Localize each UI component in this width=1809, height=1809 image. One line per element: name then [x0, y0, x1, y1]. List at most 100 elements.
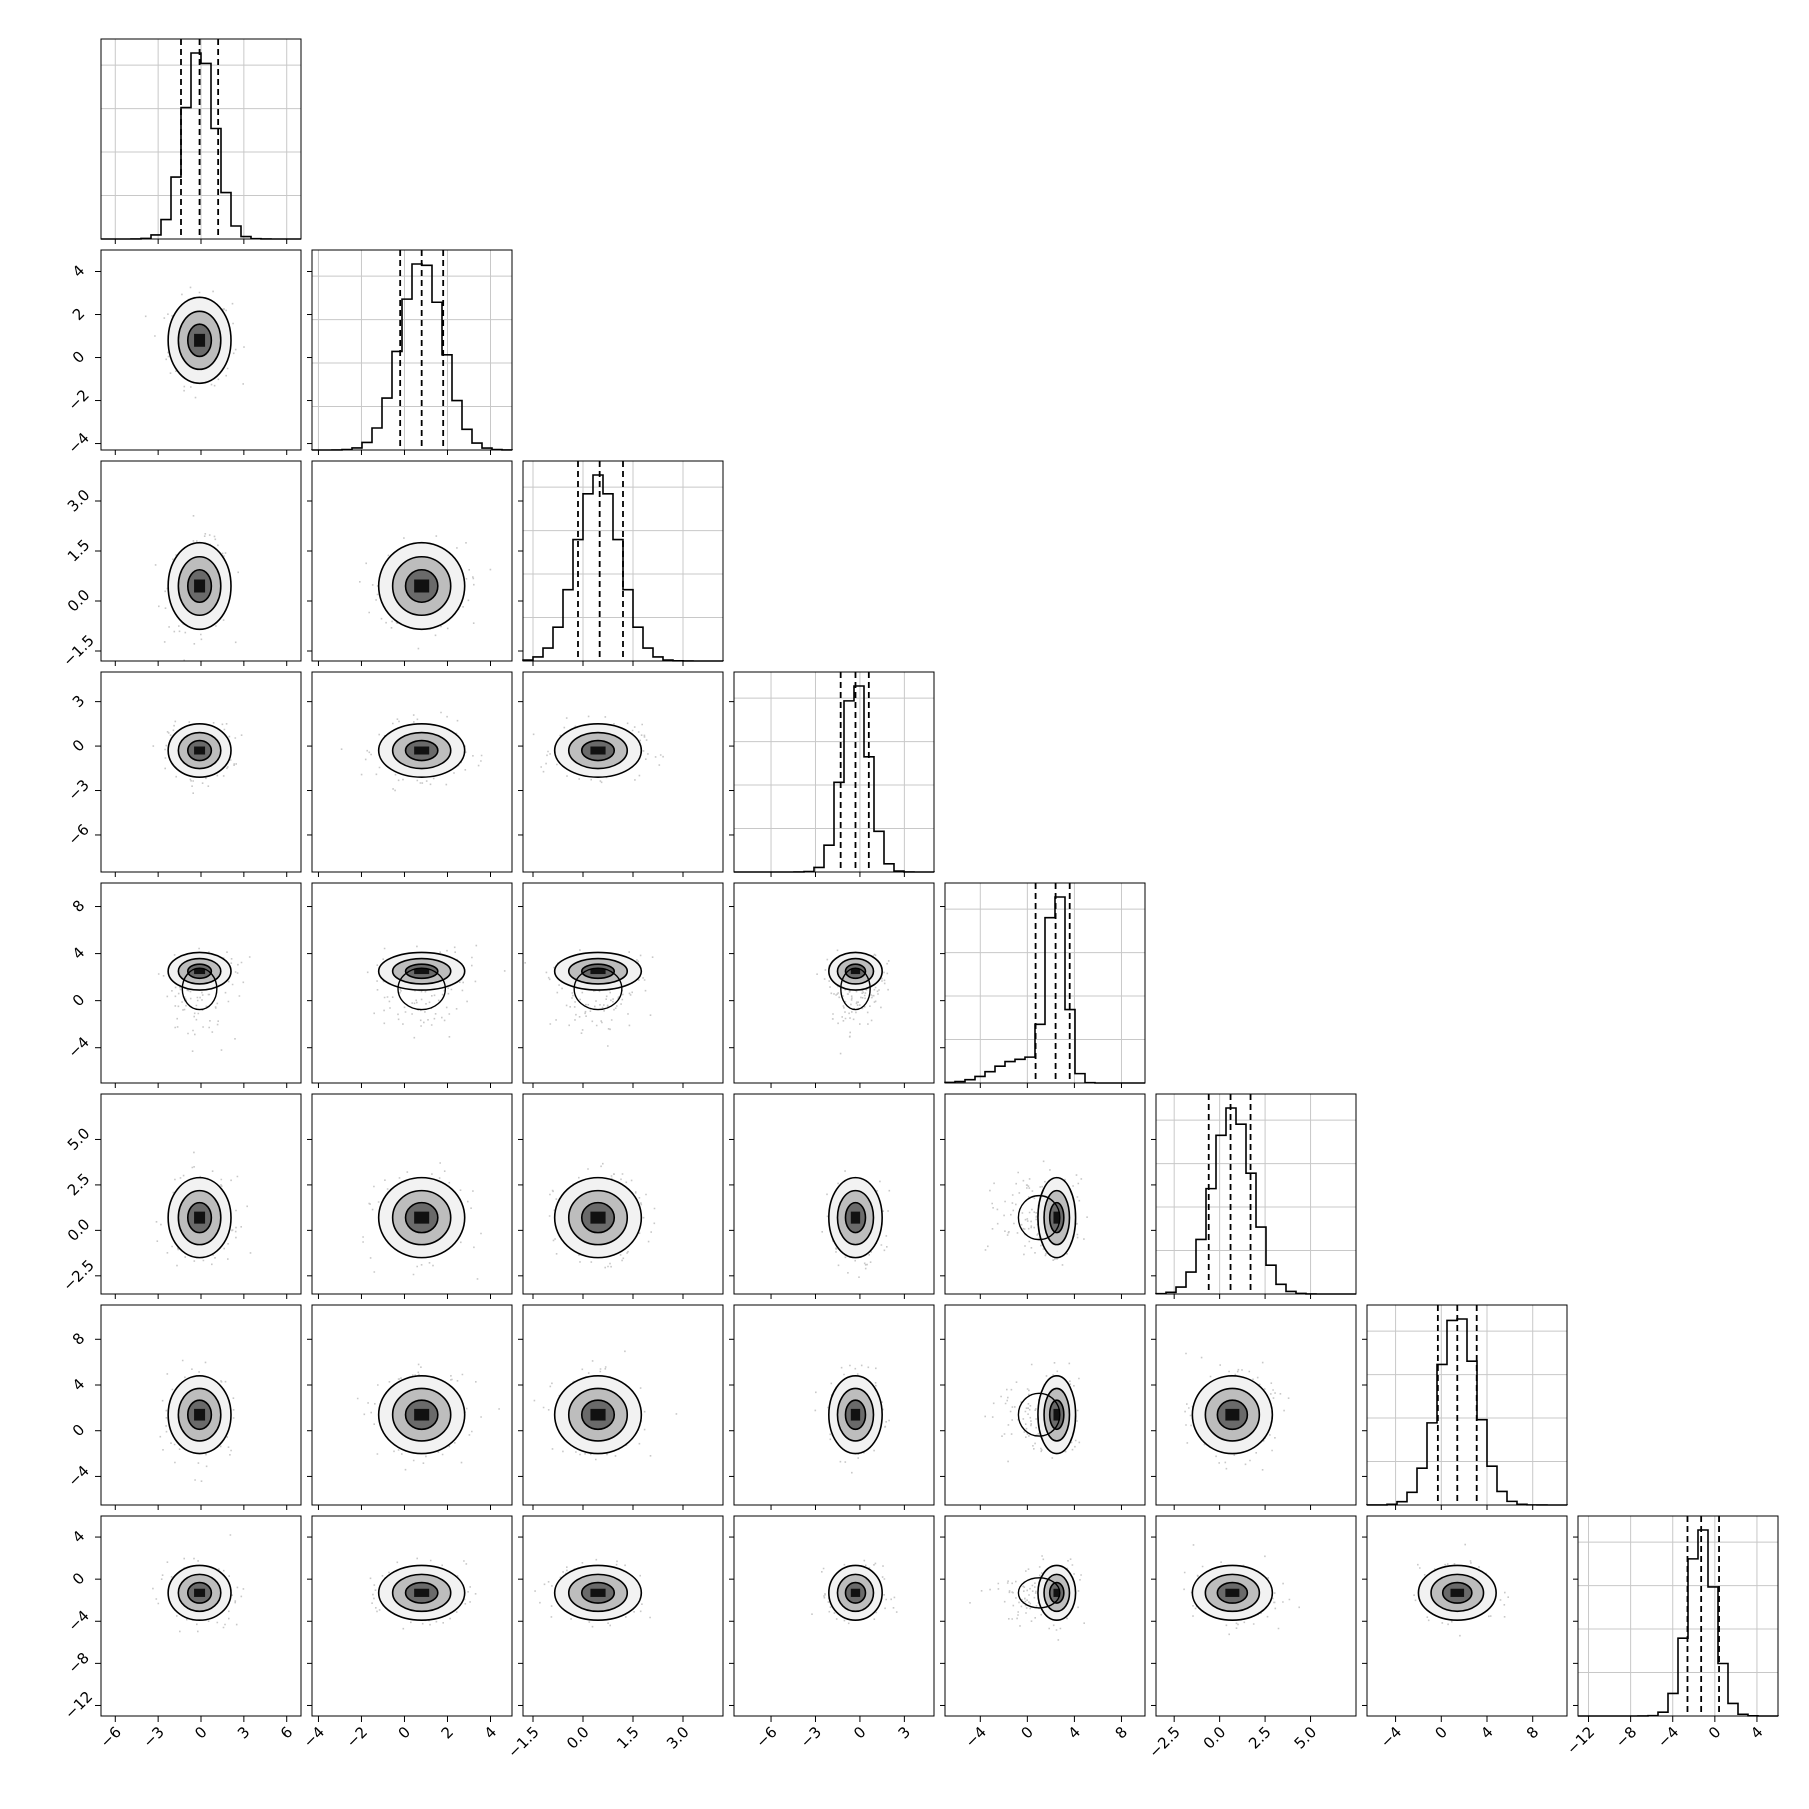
y-tick-label: −3: [64, 776, 92, 804]
y-tick-label: −2.5: [59, 1256, 97, 1294]
x-tick-label: 8: [1112, 1723, 1131, 1742]
density-peak: [850, 1408, 861, 1421]
density-peak: [414, 746, 430, 755]
panel-frame: [1155, 1093, 1357, 1295]
histogram-panel-3: [733, 671, 935, 873]
y-tick-label: 0: [69, 347, 88, 366]
x-tick-label: 1.5: [613, 1723, 643, 1753]
density-peak: [414, 968, 430, 975]
density-peak: [1450, 1588, 1465, 1597]
y-tick-label: −4: [64, 1607, 92, 1635]
density-peak: [590, 1408, 606, 1421]
contour-tail: [397, 967, 447, 1011]
histogram-panel-0: [100, 38, 302, 240]
scatter-panel-6-2: [522, 1304, 724, 1506]
contour-tail: [1017, 1577, 1061, 1609]
density-peak: [194, 746, 206, 755]
density-peak: [414, 1408, 430, 1421]
density-peak: [850, 968, 861, 975]
x-tick-label: 0: [1431, 1723, 1450, 1742]
histogram-panel-1: [311, 249, 513, 451]
x-tick-label: 2.5: [1245, 1723, 1275, 1753]
scatter-panel-5-0: [100, 1093, 302, 1295]
panel-frame: [733, 1515, 935, 1717]
contour-tail: [1017, 1194, 1061, 1241]
scatter-panel-2-0: [100, 460, 302, 662]
scatter-panel-6-3: [733, 1304, 935, 1506]
scatter-panel-7-3: [733, 1515, 935, 1717]
y-tick-label: −8: [64, 1649, 92, 1677]
y-tick-label: 0: [69, 991, 88, 1010]
y-tick-label: −12: [61, 1688, 96, 1723]
x-tick-label: 3: [895, 1723, 914, 1742]
panel-frame: [944, 882, 1146, 1084]
histogram-step: [944, 896, 1145, 1084]
scatter-panel-4-3: [733, 882, 935, 1084]
y-tick-label: −6: [64, 820, 92, 848]
scatter-panel-7-0: [100, 1515, 302, 1717]
x-tick-label: 0.0: [563, 1723, 593, 1753]
x-tick-label: 2: [438, 1723, 457, 1742]
panel-frame: [1155, 1515, 1357, 1717]
x-tick-label: −4: [1377, 1723, 1405, 1751]
scatter-panel-7-6: [1366, 1515, 1568, 1717]
panel-frame: [1155, 1304, 1357, 1506]
x-tick-label: 4: [481, 1723, 500, 1742]
contour-tail: [181, 967, 218, 1011]
scatter-panel-6-1: [311, 1304, 513, 1506]
panel-frame: [522, 1093, 724, 1295]
panel-frame: [944, 1304, 1146, 1506]
scatter-panel-7-4: [944, 1515, 1146, 1717]
x-tick-label: 0: [1018, 1723, 1037, 1742]
x-tick-label: 0: [850, 1723, 869, 1742]
density-peak: [590, 1211, 606, 1224]
x-tick-label: 4: [1065, 1723, 1084, 1742]
y-tick-label: −2: [64, 386, 92, 414]
density-peak: [590, 968, 606, 975]
x-tick-label: 4: [1477, 1723, 1496, 1742]
x-tick-label: 4: [1747, 1723, 1766, 1742]
y-tick-label: −4: [64, 1462, 92, 1490]
density-peak: [194, 1588, 206, 1597]
scatter-panel-5-1: [311, 1093, 513, 1295]
density-peak: [194, 579, 206, 593]
y-tick-label: 4: [69, 261, 88, 280]
density-peak: [1225, 1408, 1240, 1421]
density-peak: [414, 579, 430, 593]
scatter-panel-3-0: [100, 671, 302, 873]
panel-frame: [522, 882, 724, 1084]
panel-frame: [1366, 1515, 1568, 1717]
y-tick-label: 8: [69, 896, 88, 915]
y-tick-label: 3: [69, 692, 88, 711]
contour-tail: [1017, 1392, 1061, 1437]
panel-frame: [1366, 1304, 1568, 1506]
histogram-panel-6: [1366, 1304, 1568, 1506]
y-tick-label: 0: [69, 1569, 88, 1588]
y-tick-label: 0: [69, 1421, 88, 1440]
scatter-panel-5-2: [522, 1093, 724, 1295]
density-peak: [414, 1588, 430, 1597]
scatter-panel-4-2: [522, 882, 724, 1084]
density-peak: [590, 746, 606, 755]
x-tick-label: −4: [1654, 1723, 1682, 1751]
scatter-panel-7-2: [522, 1515, 724, 1717]
density-peak: [194, 1211, 206, 1224]
panel-frame: [311, 1515, 513, 1717]
x-tick-label: 0: [1705, 1723, 1724, 1742]
y-tick-label: 2: [69, 304, 88, 323]
scatter-panel-6-4: [944, 1304, 1146, 1506]
panel-frame: [311, 671, 513, 873]
histogram-panel-5: [1155, 1093, 1357, 1295]
scatter-panel-1-0: [100, 249, 302, 451]
histogram-panel-2: [522, 460, 724, 662]
x-tick-label: −12: [1563, 1723, 1598, 1758]
x-tick-label: 0: [395, 1723, 414, 1742]
x-tick-label: −4: [962, 1723, 990, 1751]
x-tick-label: 0: [191, 1723, 210, 1742]
x-tick-label: 3: [234, 1723, 253, 1742]
scatter-panel-5-3: [733, 1093, 935, 1295]
y-tick-label: 4: [69, 1527, 88, 1546]
panel-frame: [522, 1304, 724, 1506]
scatter-panel-4-0: [100, 882, 302, 1084]
density-peak: [1053, 1211, 1061, 1224]
